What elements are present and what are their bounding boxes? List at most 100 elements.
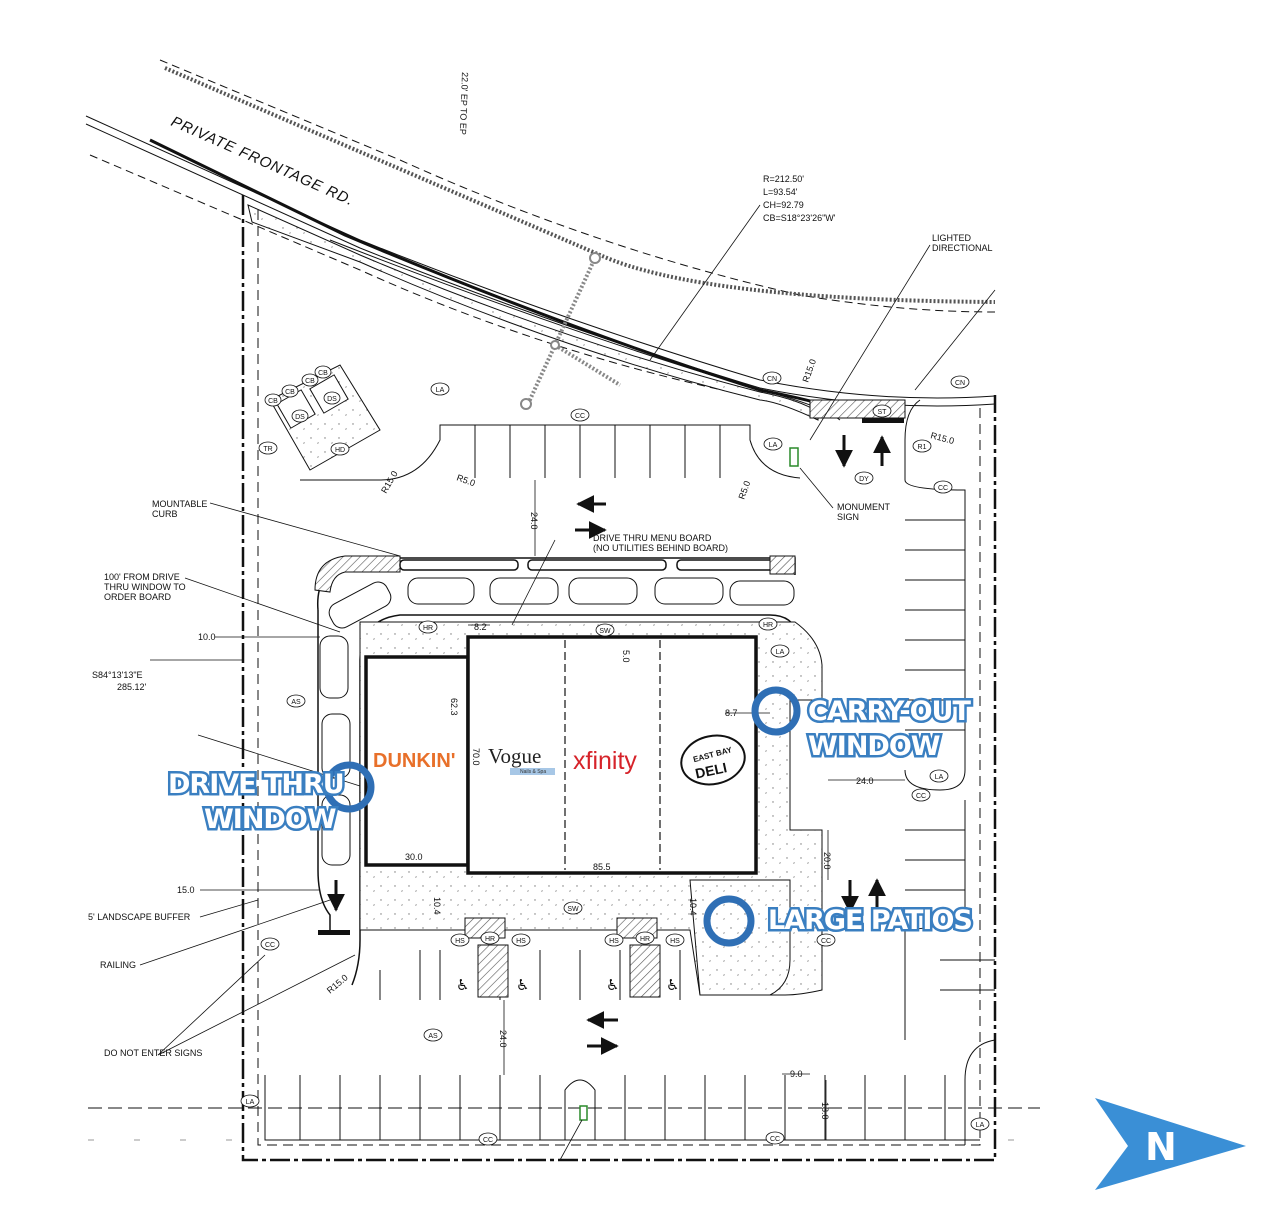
tag-cn [950, 375, 970, 389]
curve-length: L=93.54' [763, 187, 798, 197]
svg-text:LA: LA [776, 649, 785, 656]
hatched-curb [769, 555, 796, 575]
tag-st [872, 404, 892, 418]
dim-24-right: 24.0 [856, 776, 874, 786]
svg-text:CC: CC [770, 1136, 780, 1143]
sign-label: SIGN [837, 512, 859, 522]
tag-hr [480, 931, 500, 945]
svg-text:CB: CB [318, 370, 328, 377]
tenant-deli: DELI [694, 759, 729, 781]
tag-cc [478, 1132, 498, 1146]
drive-distance-label: ORDER BOARD [104, 592, 172, 602]
lighted-label: LIGHTED [932, 233, 972, 243]
callout-large-patios: LARGE PATIOS [768, 905, 972, 936]
curb-label: CURB [152, 509, 178, 519]
tag-as [423, 1028, 443, 1042]
tenant-vogue: Vogue [488, 744, 541, 768]
svg-text:CC: CC [483, 1137, 493, 1144]
tenant-vogue-subtitle: Nails & Spa [520, 769, 546, 775]
svg-text:CN: CN [767, 376, 777, 383]
svg-text:LA: LA [436, 387, 445, 394]
mountable-label: MOUNTABLE [152, 499, 207, 509]
railing [318, 930, 350, 935]
tag-as [286, 694, 306, 708]
tag-hr [418, 620, 438, 634]
tag-ds [323, 391, 341, 405]
dim-9: 9.0 [790, 1069, 803, 1079]
menu-board-label: DRIVE THRU MENU BOARD [593, 533, 712, 543]
dim-5: 5.0 [621, 650, 631, 663]
stop-bar [862, 418, 904, 423]
light-pole-icon [520, 398, 532, 410]
tag-dy [854, 471, 874, 485]
svg-text:HS: HS [516, 938, 526, 945]
tag-cb [301, 373, 319, 387]
callout-drive-thru-window: WINDOW [204, 804, 336, 835]
dumpster-enclosure [269, 364, 381, 471]
dim-r5-a: R5.0 [455, 472, 476, 488]
svg-text:HS: HS [455, 938, 465, 945]
callout-drive-thru: DRIVE THRU [168, 769, 344, 800]
dim-24-top: 24.0 [529, 512, 539, 530]
svg-text:HS: HS [609, 938, 619, 945]
tag-sw [595, 623, 615, 637]
dim-20: 20.0 [822, 852, 832, 870]
tag-cb [281, 384, 299, 398]
dim-10: 10.0 [198, 632, 216, 642]
svg-text:CN: CN [955, 380, 965, 387]
svg-text:AS: AS [291, 699, 301, 706]
dim-24-bottom: 24.0 [498, 1030, 508, 1048]
svg-text:HD: HD [335, 447, 345, 454]
tag-cc [260, 937, 280, 951]
tag-hs [665, 933, 685, 947]
bearing-label: S84°13'13"E [92, 670, 143, 680]
road-width-dim: 22.0' EP TO EP [458, 72, 470, 135]
dim-104b: 10.4 [688, 898, 698, 916]
dim-30: 30.0 [405, 852, 423, 862]
svg-text:LA: LA [246, 1099, 255, 1106]
large-patios-marker [703, 895, 755, 947]
north-letter: N [1145, 1125, 1177, 1169]
callout-carry-out-window: WINDOW [808, 731, 940, 762]
svg-text:DS: DS [327, 396, 337, 403]
svg-text:♿: ♿ [666, 976, 679, 994]
svg-text:HR: HR [423, 625, 433, 632]
dim-r15-c: R15.0 [929, 430, 955, 446]
parking-top-row [300, 424, 801, 481]
mountable-curb-island [314, 555, 401, 593]
do-not-enter-label: DO NOT ENTER SIGNS [104, 1048, 202, 1058]
light-pole-icon [589, 252, 601, 264]
svg-text:SW: SW [567, 906, 579, 913]
property-boundary [241, 195, 997, 1162]
svg-text:TR: TR [263, 446, 272, 453]
accessible-icon: ♿♿ ♿♿ [456, 976, 679, 994]
directional-label: DIRECTIONAL [932, 243, 993, 253]
tag-cn [762, 371, 782, 385]
tag-cc [765, 1131, 785, 1145]
road-lines [85, 59, 996, 421]
callout-carry-out: CARRY-OUT [808, 696, 971, 727]
svg-text:LA: LA [769, 442, 778, 449]
tenant-dunkin: DUNKIN' [373, 750, 456, 772]
dim-r5-b: R5.0 [736, 479, 752, 500]
menu-board-islands [399, 559, 778, 571]
monument-sign-icon [789, 447, 799, 467]
svg-text:CB: CB [268, 398, 278, 405]
parking-right [904, 399, 996, 1145]
curve-bearing: CB=S18°23'26"W' [763, 213, 836, 223]
dim-r15-d: R15.0 [325, 972, 350, 995]
svg-text:DY: DY [859, 476, 869, 483]
svg-text:DS: DS [295, 414, 305, 421]
tag-la [970, 1117, 990, 1131]
svg-text:♿: ♿ [606, 976, 619, 994]
dim-r15-b: R15.0 [800, 358, 818, 384]
tag-la [929, 769, 949, 783]
tag-ds [291, 409, 309, 423]
tag-la [240, 1094, 260, 1108]
tenant-deli-badge [680, 734, 746, 786]
tag-cc [816, 933, 836, 947]
tag-cb [314, 365, 332, 379]
dim-r15-a: R15.0 [379, 469, 400, 495]
parking-bottom-row [264, 950, 980, 1141]
